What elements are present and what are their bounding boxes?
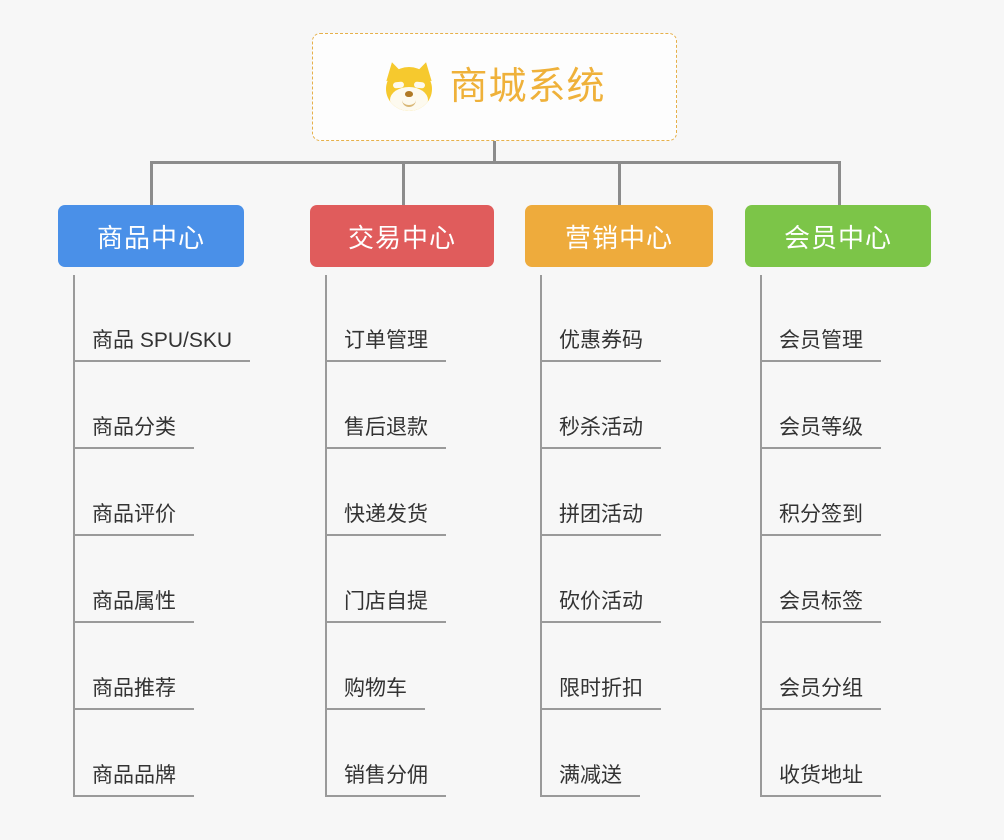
leaf-item[interactable]: 会员等级 bbox=[761, 362, 931, 449]
leaf-item-label: 限时折扣 bbox=[541, 676, 661, 710]
connector-drop-4 bbox=[838, 161, 841, 205]
leaf-item-label: 商品 SPU/SKU bbox=[74, 328, 251, 362]
leaf-item[interactable]: 商品推荐 bbox=[74, 623, 244, 710]
leaf-item-label: 秒杀活动 bbox=[541, 415, 661, 449]
leaf-item-label: 会员管理 bbox=[761, 328, 881, 362]
leaf-item[interactable]: 限时折扣 bbox=[541, 623, 713, 710]
leaf-item-label: 会员标签 bbox=[761, 589, 881, 623]
leaf-item[interactable]: 门店自提 bbox=[326, 536, 494, 623]
shiba-nose-icon bbox=[405, 91, 414, 97]
leaf-item[interactable]: 商品 SPU/SKU bbox=[74, 275, 251, 362]
leaf-item[interactable]: 会员标签 bbox=[761, 536, 931, 623]
leaf-item[interactable]: 订单管理 bbox=[326, 275, 494, 362]
leaf-item-label: 拼团活动 bbox=[541, 502, 661, 536]
leaf-item-label: 快递发货 bbox=[326, 502, 446, 536]
leaf-item-label: 订单管理 bbox=[326, 328, 446, 362]
leaf-item-label: 商品品牌 bbox=[74, 763, 194, 797]
leaf-item[interactable]: 收货地址 bbox=[761, 710, 931, 797]
leaf-item[interactable]: 销售分佣 bbox=[326, 710, 494, 797]
leaf-item[interactable]: 商品属性 bbox=[74, 536, 244, 623]
shiba-mouth-icon bbox=[402, 97, 417, 107]
connector-drop-1 bbox=[150, 161, 153, 205]
leaf-item-label: 会员等级 bbox=[761, 415, 881, 449]
shiba-head-icon bbox=[386, 67, 433, 111]
leaf-item[interactable]: 售后退款 bbox=[326, 362, 494, 449]
leaf-item-label: 门店自提 bbox=[326, 589, 446, 623]
column-1: 商品中心商品 SPU/SKU 商品分类商品评价商品属性商品推荐商品品牌 bbox=[58, 205, 251, 797]
column-2: 交易中心订单管理售后退款快递发货门店自提购物车销售分佣 bbox=[310, 205, 494, 797]
column-trunk-4 bbox=[760, 275, 762, 797]
column-body-2: 订单管理售后退款快递发货门店自提购物车销售分佣 bbox=[310, 275, 494, 797]
column-body-3: 优惠券码秒杀活动拼团活动砍价活动限时折扣满减送 bbox=[525, 275, 713, 797]
leaf-item[interactable]: 快递发货 bbox=[326, 449, 494, 536]
leaf-item-label: 优惠券码 bbox=[541, 328, 661, 362]
connector-horizontal-bus bbox=[150, 161, 840, 164]
leaf-item[interactable]: 拼团活动 bbox=[541, 449, 713, 536]
root-title: 商城系统 bbox=[449, 66, 606, 108]
column-body-1: 商品 SPU/SKU 商品分类商品评价商品属性商品推荐商品品牌 bbox=[58, 275, 251, 797]
leaf-item-label: 满减送 bbox=[541, 763, 640, 797]
leaf-item-label: 商品分类 bbox=[74, 415, 194, 449]
column-header-1[interactable]: 商品中心 bbox=[58, 205, 244, 267]
leaf-item-label: 购物车 bbox=[326, 676, 425, 710]
leaf-item[interactable]: 砍价活动 bbox=[541, 536, 713, 623]
column-trunk-3 bbox=[540, 275, 542, 797]
leaf-item[interactable]: 商品评价 bbox=[74, 449, 244, 536]
leaf-item-label: 商品推荐 bbox=[74, 676, 194, 710]
leaf-item[interactable]: 会员分组 bbox=[761, 623, 931, 710]
leaf-item-label: 商品评价 bbox=[74, 502, 194, 536]
root-node[interactable]: 商城系统 bbox=[312, 33, 677, 141]
leaf-item[interactable]: 商品品牌 bbox=[74, 710, 244, 797]
connector-drop-3 bbox=[618, 161, 621, 205]
leaf-item-label: 销售分佣 bbox=[326, 763, 446, 797]
leaf-item[interactable]: 满减送 bbox=[541, 710, 713, 797]
leaf-item-label: 砍价活动 bbox=[541, 589, 661, 623]
column-header-3[interactable]: 营销中心 bbox=[525, 205, 713, 267]
shiba-inu-face-icon bbox=[382, 59, 437, 113]
leaf-item-label: 积分签到 bbox=[761, 502, 881, 536]
connector-drop-2 bbox=[402, 161, 405, 205]
shiba-eye-right-icon bbox=[414, 81, 426, 89]
column-header-2[interactable]: 交易中心 bbox=[310, 205, 494, 267]
leaf-item-label: 收货地址 bbox=[761, 763, 881, 797]
column-trunk-2 bbox=[325, 275, 327, 797]
connector-root-stem bbox=[493, 141, 496, 163]
column-3: 营销中心优惠券码秒杀活动拼团活动砍价活动限时折扣满减送 bbox=[525, 205, 713, 797]
leaf-item-label: 会员分组 bbox=[761, 676, 881, 710]
leaf-item[interactable]: 积分签到 bbox=[761, 449, 931, 536]
leaf-item[interactable]: 商品分类 bbox=[74, 362, 244, 449]
column-body-4: 会员管理会员等级积分签到会员标签会员分组收货地址 bbox=[745, 275, 931, 797]
leaf-item[interactable]: 会员管理 bbox=[761, 275, 931, 362]
column-4: 会员中心会员管理会员等级积分签到会员标签会员分组收货地址 bbox=[745, 205, 931, 797]
leaf-item[interactable]: 购物车 bbox=[326, 623, 494, 710]
column-trunk-1 bbox=[73, 275, 75, 797]
column-header-4[interactable]: 会员中心 bbox=[745, 205, 931, 267]
leaf-item-label: 商品属性 bbox=[74, 589, 194, 623]
leaf-item[interactable]: 优惠券码 bbox=[541, 275, 713, 362]
leaf-item[interactable]: 秒杀活动 bbox=[541, 362, 713, 449]
leaf-item-label: 售后退款 bbox=[326, 415, 446, 449]
